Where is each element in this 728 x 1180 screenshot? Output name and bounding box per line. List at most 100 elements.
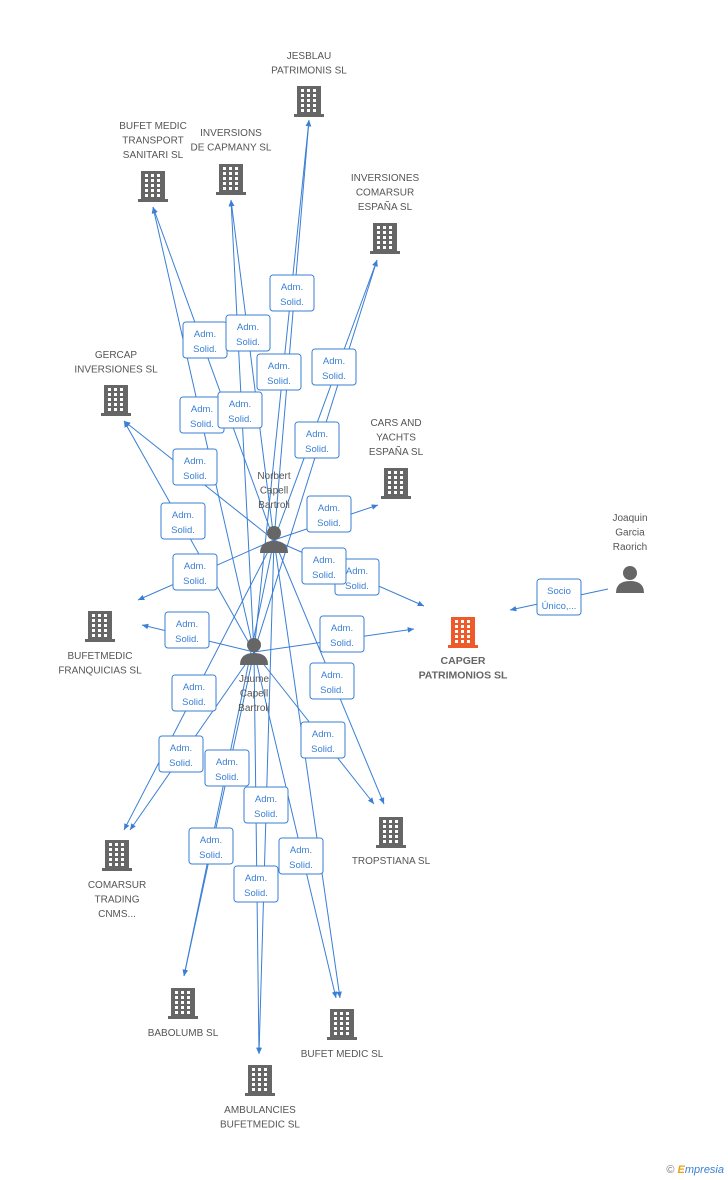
relation-label-text: Solid. xyxy=(228,414,252,425)
relation-label-text: Adm. xyxy=(184,561,206,572)
relation-label-jaume-to-inversions_capmany[interactable]: Adm. Solid. xyxy=(217,391,263,429)
edge-norbert-to-inversions_capmany xyxy=(229,199,275,541)
relation-label-box xyxy=(294,421,340,459)
relation-label-norbert-to-jesblau[interactable]: Adm. Solid. xyxy=(269,274,315,312)
relation-label-box xyxy=(188,827,234,865)
relation-label-text: Adm. xyxy=(281,282,303,293)
relation-label-box xyxy=(300,721,346,759)
relation-label-norbert-to-babolumb[interactable]: Adm.Solid. xyxy=(188,827,234,865)
relation-label-text: Adm. xyxy=(268,361,290,372)
node-label: BABOLUMB SL xyxy=(148,1028,219,1039)
relation-label-box xyxy=(171,674,217,712)
relation-label-text: Solid. xyxy=(330,638,354,649)
relation-label-text: Solid. xyxy=(317,518,341,529)
relation-label-text: Adm. xyxy=(183,682,205,693)
relation-label-box xyxy=(160,502,206,540)
relation-label-norbert-to-ambulancies[interactable]: Adm.Solid. xyxy=(243,786,289,824)
person-icon xyxy=(616,566,644,593)
relation-label-text: Adm. xyxy=(313,555,335,566)
relation-label-box xyxy=(306,495,352,533)
relation-label-norbert-to-inversiones_comarsur[interactable]: Adm.Solid. xyxy=(311,348,357,386)
building-icon xyxy=(448,617,478,648)
relation-label-text: Solid. xyxy=(199,850,223,861)
relation-label-text: Único,... xyxy=(542,601,577,612)
relation-label-jaume-to-bufetmedic_franq[interactable]: Adm.Solid. xyxy=(164,611,210,649)
relation-label-jaume-to-comarsur_trading[interactable]: Adm.Solid. xyxy=(158,735,204,773)
relation-label-box xyxy=(269,274,315,312)
relation-label-box xyxy=(233,865,279,903)
relation-label-box xyxy=(172,553,218,591)
relation-label-jaume-to-tropstiana[interactable]: Adm.Solid. xyxy=(309,662,355,700)
relation-labels-layer: Adm. Solid. Adm. Solid. Adm. Solid. Adm. Solid.… xyxy=(158,274,582,903)
relation-label-norbert-to-tropstiana[interactable]: Adm. Solid. xyxy=(301,547,347,585)
relation-label-box xyxy=(204,749,250,787)
brand-logo-initial: E xyxy=(677,1164,685,1176)
relation-label-jaume-to-inversiones_comarsur[interactable]: Adm.Solid. xyxy=(294,421,340,459)
relation-label-box xyxy=(256,353,302,391)
relation-label-text: Solid. xyxy=(280,297,304,308)
relation-label-text: Solid. xyxy=(183,471,207,482)
relation-label-text: Adm. xyxy=(245,873,267,884)
relation-label-norbert-to-cars_yachts[interactable]: Adm. Solid. xyxy=(306,495,352,533)
relation-label-text: Solid. xyxy=(312,570,336,581)
relation-label-text: Solid. xyxy=(183,576,207,587)
edge-norbert-to-inversiones_comarsur xyxy=(273,259,378,541)
relation-label-text: Adm. xyxy=(170,743,192,754)
node-babolumb[interactable]: BABOLUMB SL xyxy=(148,988,219,1039)
relation-label-norbert-to-gercap[interactable]: Adm.Solid. xyxy=(172,448,218,486)
relation-label-text: Adm. xyxy=(331,623,353,634)
relation-label-norbert-to-inversions_capmany[interactable]: Adm.Solid. xyxy=(225,314,271,352)
relation-label-text: Solid. xyxy=(175,634,199,645)
relation-label-box xyxy=(158,735,204,773)
relation-label-box xyxy=(217,391,263,429)
relation-label-norbert-to-bufet_medic[interactable]: Adm.Solid. xyxy=(278,837,324,875)
relation-label-norbert-to-bufetmedic_franq[interactable]: Adm. Solid. xyxy=(172,553,218,591)
relation-label-text: Adm. xyxy=(318,503,340,514)
node-bufet_medic[interactable]: BUFET MEDIC SL xyxy=(301,1009,384,1060)
relation-label-jaume-to-bufet_transport[interactable]: Adm.Solid. xyxy=(179,396,225,434)
node-tropstiana[interactable]: TROPSTIANA SL xyxy=(352,817,431,867)
relation-label-jaume-to-jesblau[interactable]: Adm.Solid. xyxy=(256,353,302,391)
node-label: TROPSTIANA SL xyxy=(352,856,431,867)
relation-label-jaume-to-ambulancies[interactable]: Adm.Solid. xyxy=(233,865,279,903)
building-icon xyxy=(138,171,168,202)
relation-label-text: Solid. xyxy=(322,371,346,382)
relation-label-jaume-to-capger[interactable]: Adm. Solid. xyxy=(319,615,365,653)
relation-label-jaume-to-gercap[interactable]: Adm.Solid. xyxy=(160,502,206,540)
relation-label-text: Solid. xyxy=(190,419,214,430)
relation-label-text: Adm. xyxy=(255,794,277,805)
relation-label-text: Adm. xyxy=(229,399,251,410)
building-icon xyxy=(101,385,131,416)
relation-label-box xyxy=(319,615,365,653)
building-icon xyxy=(370,223,400,254)
relation-label-text: Solid. xyxy=(193,344,217,355)
person-icon xyxy=(240,638,268,665)
relation-label-norbert-to-comarsur_trading[interactable]: Adm.Solid. xyxy=(171,674,217,712)
relation-label-text: Solid. xyxy=(345,581,369,592)
relation-label-box xyxy=(243,786,289,824)
relation-label-text: Solid. xyxy=(311,744,335,755)
relation-label-joaquin-to-capger[interactable]: SocioÚnico,... xyxy=(536,578,582,616)
relation-label-norbert-to-bufet_transport[interactable]: Adm.Solid. xyxy=(182,321,228,359)
relation-label-jaume-to-bufet_medic[interactable]: Adm.Solid. xyxy=(300,721,346,759)
relation-label-jaume-to-babolumb[interactable]: Adm.Solid. xyxy=(204,749,250,787)
relation-label-box xyxy=(301,547,347,585)
